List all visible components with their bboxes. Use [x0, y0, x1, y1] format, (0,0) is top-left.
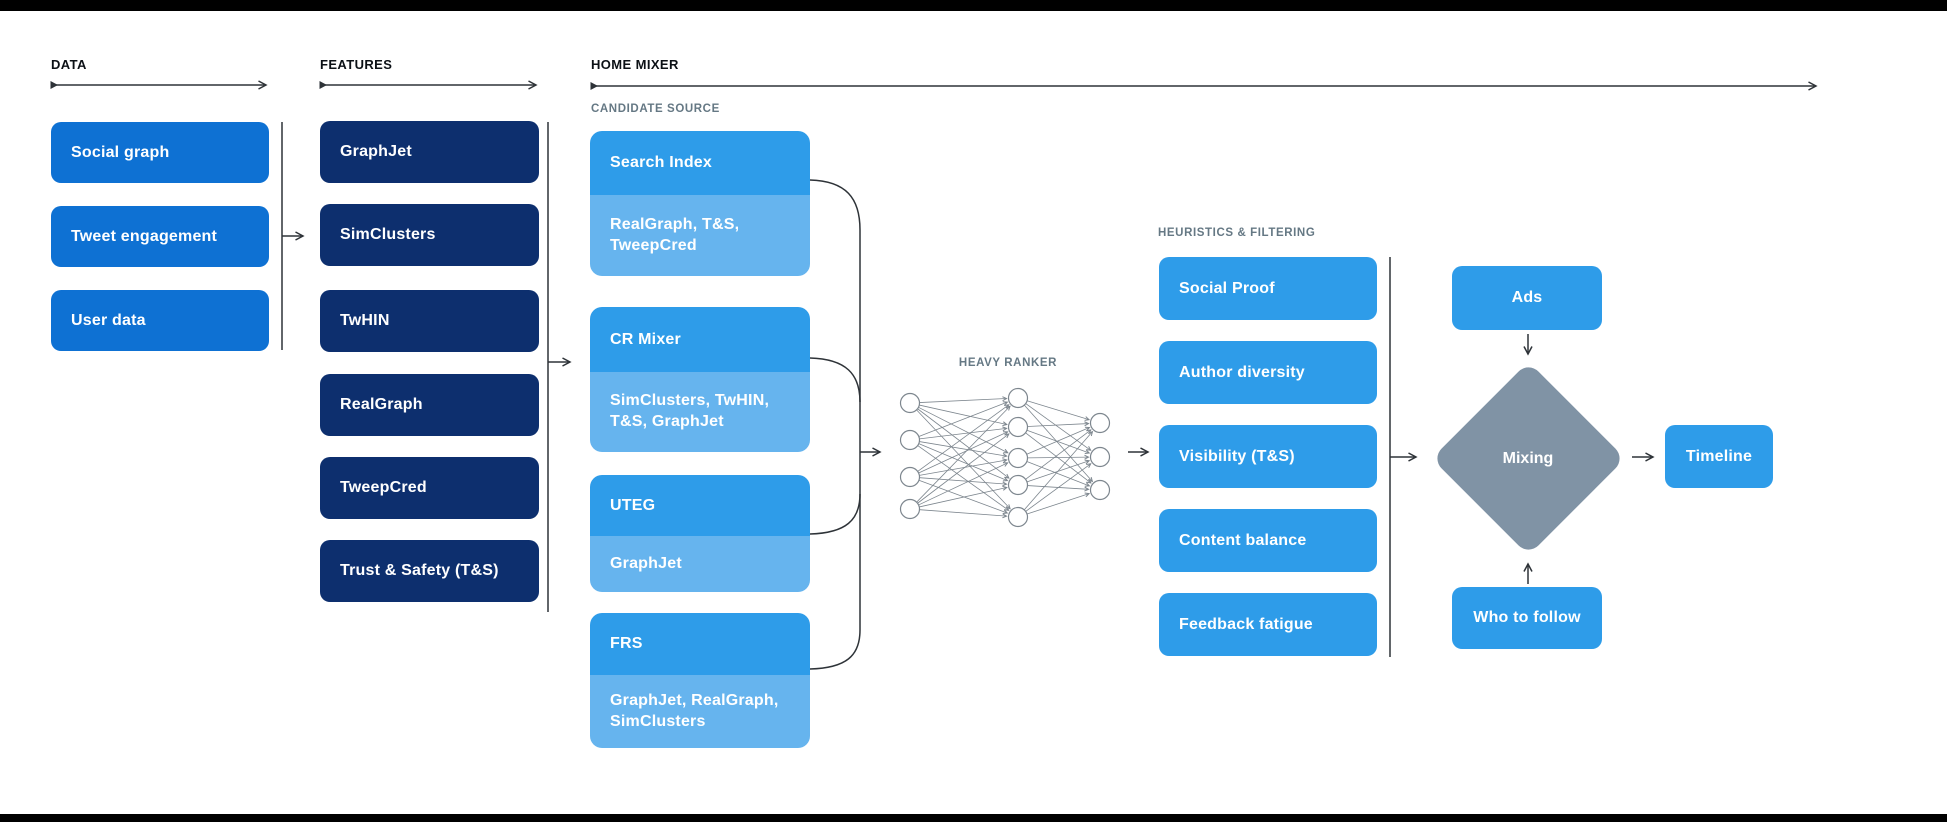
nn-node — [899, 466, 921, 488]
nn-edge — [917, 408, 1010, 479]
label-candidate-source: CANDIDATE SOURCE — [591, 103, 720, 115]
nn-edge — [1025, 403, 1092, 451]
data-box-social-graph: Social graph — [51, 122, 269, 183]
heuristic-box-social-proof: Social Proof — [1159, 257, 1377, 320]
candidate-title: FRS — [590, 613, 810, 675]
nn-edge — [918, 431, 1009, 474]
candidate-box-cr-mixer: CR Mixer SimClusters, TwHIN, T&S, GraphJ… — [590, 307, 810, 452]
candidate-sources: GraphJet, RealGraph, SimClusters — [590, 675, 810, 748]
nn-edge — [1026, 461, 1091, 487]
merge-curve-search-index — [809, 179, 861, 630]
nn-edge — [918, 406, 1009, 454]
nn-edge — [1026, 459, 1091, 483]
section-header-features: FEATURES — [320, 57, 393, 72]
nn-edge — [919, 509, 1008, 519]
feature-box-twhin: TwHIN — [320, 290, 539, 352]
candidate-box-uteg: UTEG GraphJet — [590, 475, 810, 592]
nn-node — [899, 498, 921, 520]
feature-box-simclusters: SimClusters — [320, 204, 539, 266]
heuristic-box-author-diversity: Author diversity — [1159, 341, 1377, 404]
nn-edge — [919, 477, 1008, 487]
nn-edge — [917, 445, 1010, 511]
merge-curve-cr-mixer — [809, 357, 861, 403]
nn-edge — [1027, 421, 1090, 427]
candidate-box-frs: FRS GraphJet, RealGraph, SimClusters — [590, 613, 810, 748]
who-to-follow-box: Who to follow — [1452, 587, 1602, 649]
label-heavy-ranker: HEAVY RANKER — [958, 357, 1058, 369]
feature-box-tweepcred: TweepCred — [320, 457, 539, 519]
nn-edge — [918, 479, 1009, 514]
nn-edge — [1026, 492, 1091, 515]
nn-edge — [919, 458, 1008, 476]
nn-edge — [1027, 454, 1090, 460]
nn-edge — [917, 433, 1010, 504]
nn-node — [1007, 447, 1029, 469]
candidate-title: Search Index — [590, 131, 810, 195]
feature-box-trust-safety: Trust & Safety (T&S) — [320, 540, 539, 602]
candidate-sources: RealGraph, T&S, TweepCred — [590, 195, 810, 276]
candidate-title: UTEG — [590, 475, 810, 536]
nn-node — [1089, 446, 1111, 468]
mixing-label: Mixing — [1502, 449, 1554, 467]
nn-edge — [1026, 429, 1091, 455]
nn-node — [1089, 479, 1111, 501]
nn-node — [1007, 506, 1029, 528]
nn-edge — [919, 426, 1008, 440]
header-arrows — [50, 80, 1818, 91]
nn-edge — [1024, 404, 1094, 483]
nn-edge — [918, 462, 1009, 506]
nn-edge — [1026, 426, 1091, 455]
feature-box-graphjet: GraphJet — [320, 121, 539, 183]
nn-edge — [1025, 432, 1092, 484]
nn-edge — [1027, 485, 1090, 492]
heuristic-box-content-balance: Content balance — [1159, 509, 1377, 572]
nn-node — [899, 392, 921, 414]
nn-edge — [1025, 463, 1092, 512]
section-header-home-mixer: HOME MIXER — [591, 57, 679, 72]
nn-node — [1007, 387, 1029, 409]
candidate-sources: GraphJet — [590, 536, 810, 592]
candidate-box-search-index: Search Index RealGraph, T&S, TweepCred — [590, 131, 810, 276]
section-header-data: DATA — [51, 57, 87, 72]
nn-edge — [916, 409, 1011, 510]
data-box-user-data: User data — [51, 290, 269, 351]
nn-edge — [1023, 430, 1094, 511]
label-heuristics-filtering: HEURISTICS & FILTERING — [1158, 227, 1316, 239]
nn-node — [899, 429, 921, 451]
nn-node — [1007, 416, 1029, 438]
nn-node — [1007, 474, 1029, 496]
nn-edge — [917, 404, 1010, 472]
nn-node — [1089, 412, 1111, 434]
heavy-ranker-network — [899, 387, 1111, 528]
nn-edge — [919, 441, 1008, 458]
top-black-bar — [0, 0, 1947, 11]
ads-box: Ads — [1452, 266, 1602, 330]
heuristic-box-visibility: Visibility (T&S) — [1159, 425, 1377, 488]
timeline-box: Timeline — [1665, 425, 1773, 488]
nn-edge — [918, 443, 1009, 482]
nn-edge — [918, 401, 1009, 437]
candidate-title: CR Mixer — [590, 307, 810, 372]
nn-edge — [919, 396, 1008, 403]
nn-edge — [1025, 429, 1092, 480]
candidate-sources: SimClusters, TwHIN, T&S, GraphJet — [590, 372, 810, 452]
nn-edge — [919, 485, 1008, 508]
bottom-black-bar — [0, 814, 1947, 822]
nn-edge — [919, 404, 1008, 427]
heuristic-box-feedback-fatigue: Feedback fatigue — [1159, 593, 1377, 656]
merge-curve-frs — [809, 629, 861, 670]
nn-edge — [916, 405, 1011, 503]
feature-box-realgraph: RealGraph — [320, 374, 539, 436]
data-box-tweet-engagement: Tweet engagement — [51, 206, 269, 267]
merge-curve-uteg — [809, 493, 861, 535]
nn-edge — [1026, 400, 1091, 421]
